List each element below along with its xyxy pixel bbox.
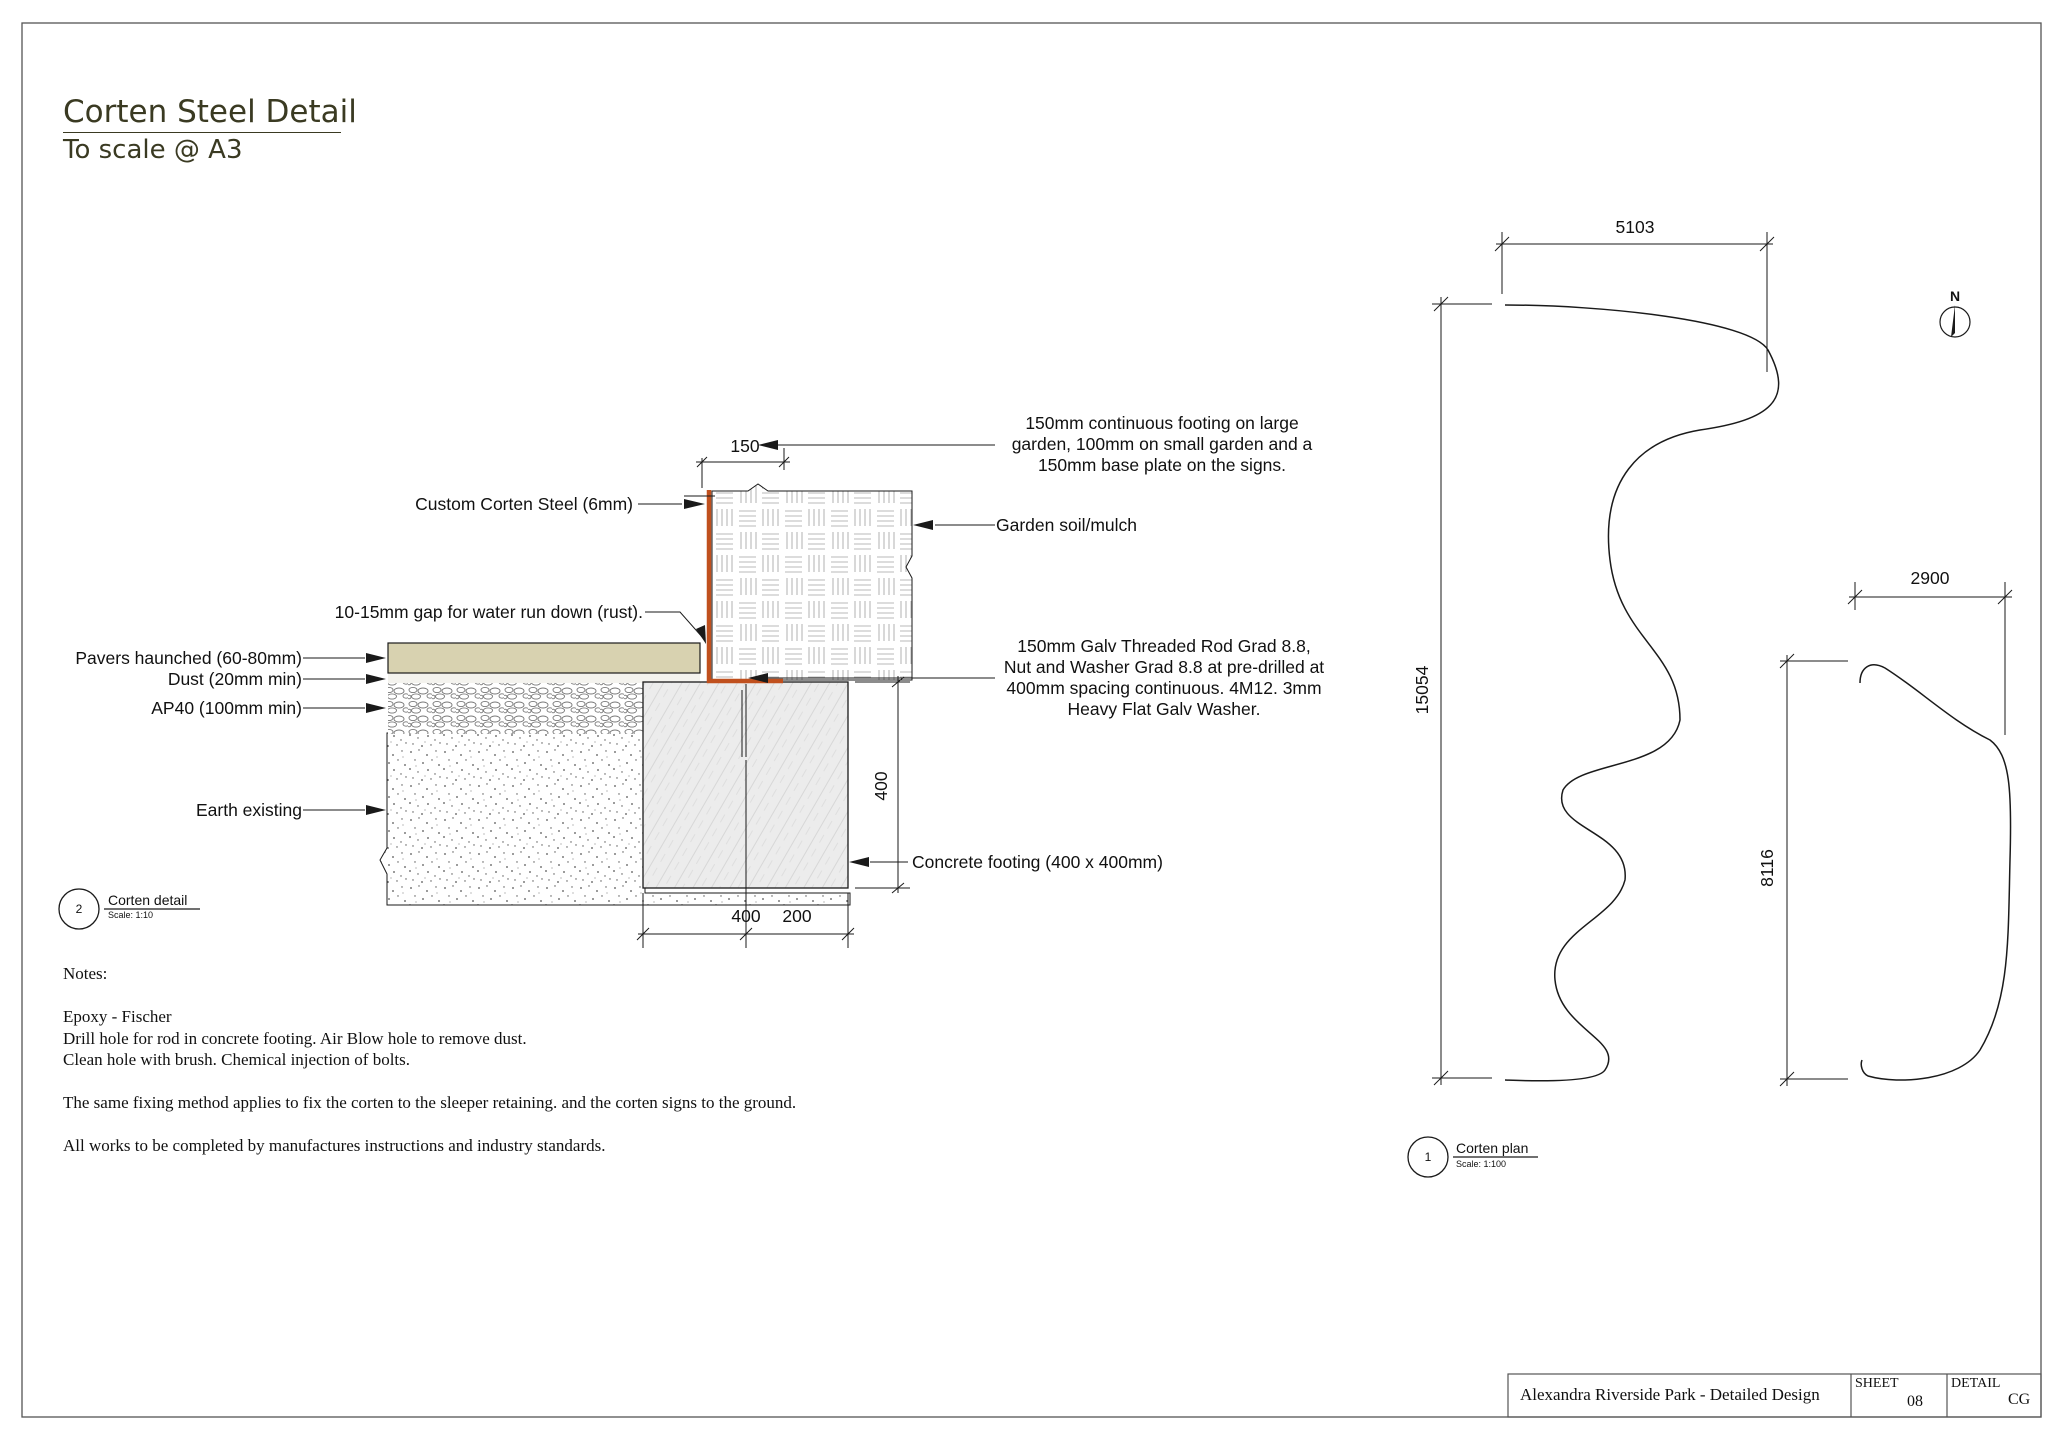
dim-small-width-text: 2900: [1911, 568, 1950, 588]
pavers-layer: [387, 642, 701, 674]
north-label: N: [1950, 288, 1960, 304]
label-dust: Dust (20mm min): [168, 669, 302, 689]
plan-callout: 1 Corten plan Scale: 1:100: [1407, 1136, 1538, 1178]
footing-note-line3: 150mm base plate on the signs.: [1038, 455, 1286, 475]
rod-note-line3: 400mm spacing continuous. 4M12. 3mm: [1006, 678, 1321, 698]
detail-callout: [58, 888, 200, 930]
plan-large-curve: [1504, 304, 1780, 1082]
titleblock-project: Alexandra Riverside Park - Detailed Desi…: [1520, 1385, 1820, 1404]
notes-line5: All works to be completed by manufacture…: [63, 1136, 606, 1155]
sheet-border: [21, 22, 2042, 1418]
plan-callout-number: 1: [1425, 1150, 1432, 1164]
notes-line4: The same fixing method applies to fix th…: [63, 1093, 797, 1112]
label-earth: Earth existing: [196, 800, 302, 820]
dim-small-length-text: 8116: [1757, 849, 1777, 887]
label-pavers: Pavers haunched (60-80mm): [75, 648, 302, 668]
plan-callout-name: Corten plan: [1456, 1140, 1528, 1156]
page-subtitle: To scale @ A3: [63, 135, 243, 165]
label-ap40: AP40 (100mm min): [151, 698, 302, 718]
notes-line2: Drill hole for rod in concrete footing. …: [63, 1028, 527, 1048]
rod-note-line1: 150mm Galv Threaded Rod Grad 8.8,: [1017, 636, 1310, 656]
detail-callout-number: 2: [76, 902, 83, 916]
label-gap-note: 10-15mm gap for water run down (rust).: [335, 602, 643, 622]
rod-note-line4: Heavy Flat Galv Washer.: [1068, 699, 1261, 719]
titleblock-sheet-label: SHEET: [1855, 1376, 1899, 1391]
footing-note-line2: garden, 100mm on small garden and a: [1012, 434, 1313, 454]
detail-callout-scale: Scale: 1:10: [108, 910, 153, 920]
footing-note-line1: 150mm continuous footing on large: [1025, 413, 1298, 433]
north-arrow-icon: N: [1939, 288, 1971, 338]
titleblock-detail-value: CG: [2008, 1391, 2031, 1408]
detail-callout-name: Corten detail: [108, 892, 187, 908]
label-concrete: Concrete footing (400 x 400mm): [912, 852, 1163, 872]
plan-dimensions: [1432, 232, 2013, 1087]
dim-plan-width-text: 5103: [1616, 217, 1655, 237]
titleblock-sheet-value: 08: [1907, 1393, 1923, 1410]
plan-small-curve: [1859, 664, 2012, 1081]
label-garden-soil: Garden soil/mulch: [996, 515, 1137, 535]
dim-top-150-text: 150: [730, 436, 759, 456]
dim-bottom-200-text: 200: [782, 906, 811, 926]
page-title: Corten Steel Detail: [63, 94, 357, 130]
ap40-layer: [388, 682, 645, 734]
corten-section-detail: [58, 440, 995, 948]
titleblock-detail-label: DETAIL: [1951, 1376, 2001, 1391]
dim-depth-400: [855, 676, 910, 894]
garden-soil-fill: [711, 483, 913, 681]
dim-top-150: [696, 448, 790, 488]
dim-plan-length-text: 15054: [1412, 665, 1432, 714]
title-block: [1507, 1373, 2042, 1418]
dim-bottom: [636, 760, 855, 948]
corten-plan: [1504, 304, 2012, 1082]
label-corten-steel: Custom Corten Steel (6mm): [415, 494, 633, 514]
dim-bottom-400-text: 400: [731, 906, 760, 926]
notes-block: Notes: Epoxy - Fischer Drill hole for ro…: [63, 963, 796, 1157]
title-underline: [63, 132, 341, 133]
dust-layer: [388, 673, 700, 683]
plan-callout-scale: Scale: 1:100: [1456, 1159, 1506, 1169]
notes-line1: Epoxy - Fischer: [63, 1007, 172, 1026]
notes-line3: Clean hole with brush. Chemical injectio…: [63, 1050, 411, 1069]
notes-heading: Notes:: [63, 964, 108, 983]
corten-steel-plate: [706, 490, 783, 684]
rod-note-line2: Nut and Washer Grad 8.8 at pre-drilled a…: [1004, 657, 1324, 677]
dim-depth-400-text: 400: [871, 771, 891, 800]
